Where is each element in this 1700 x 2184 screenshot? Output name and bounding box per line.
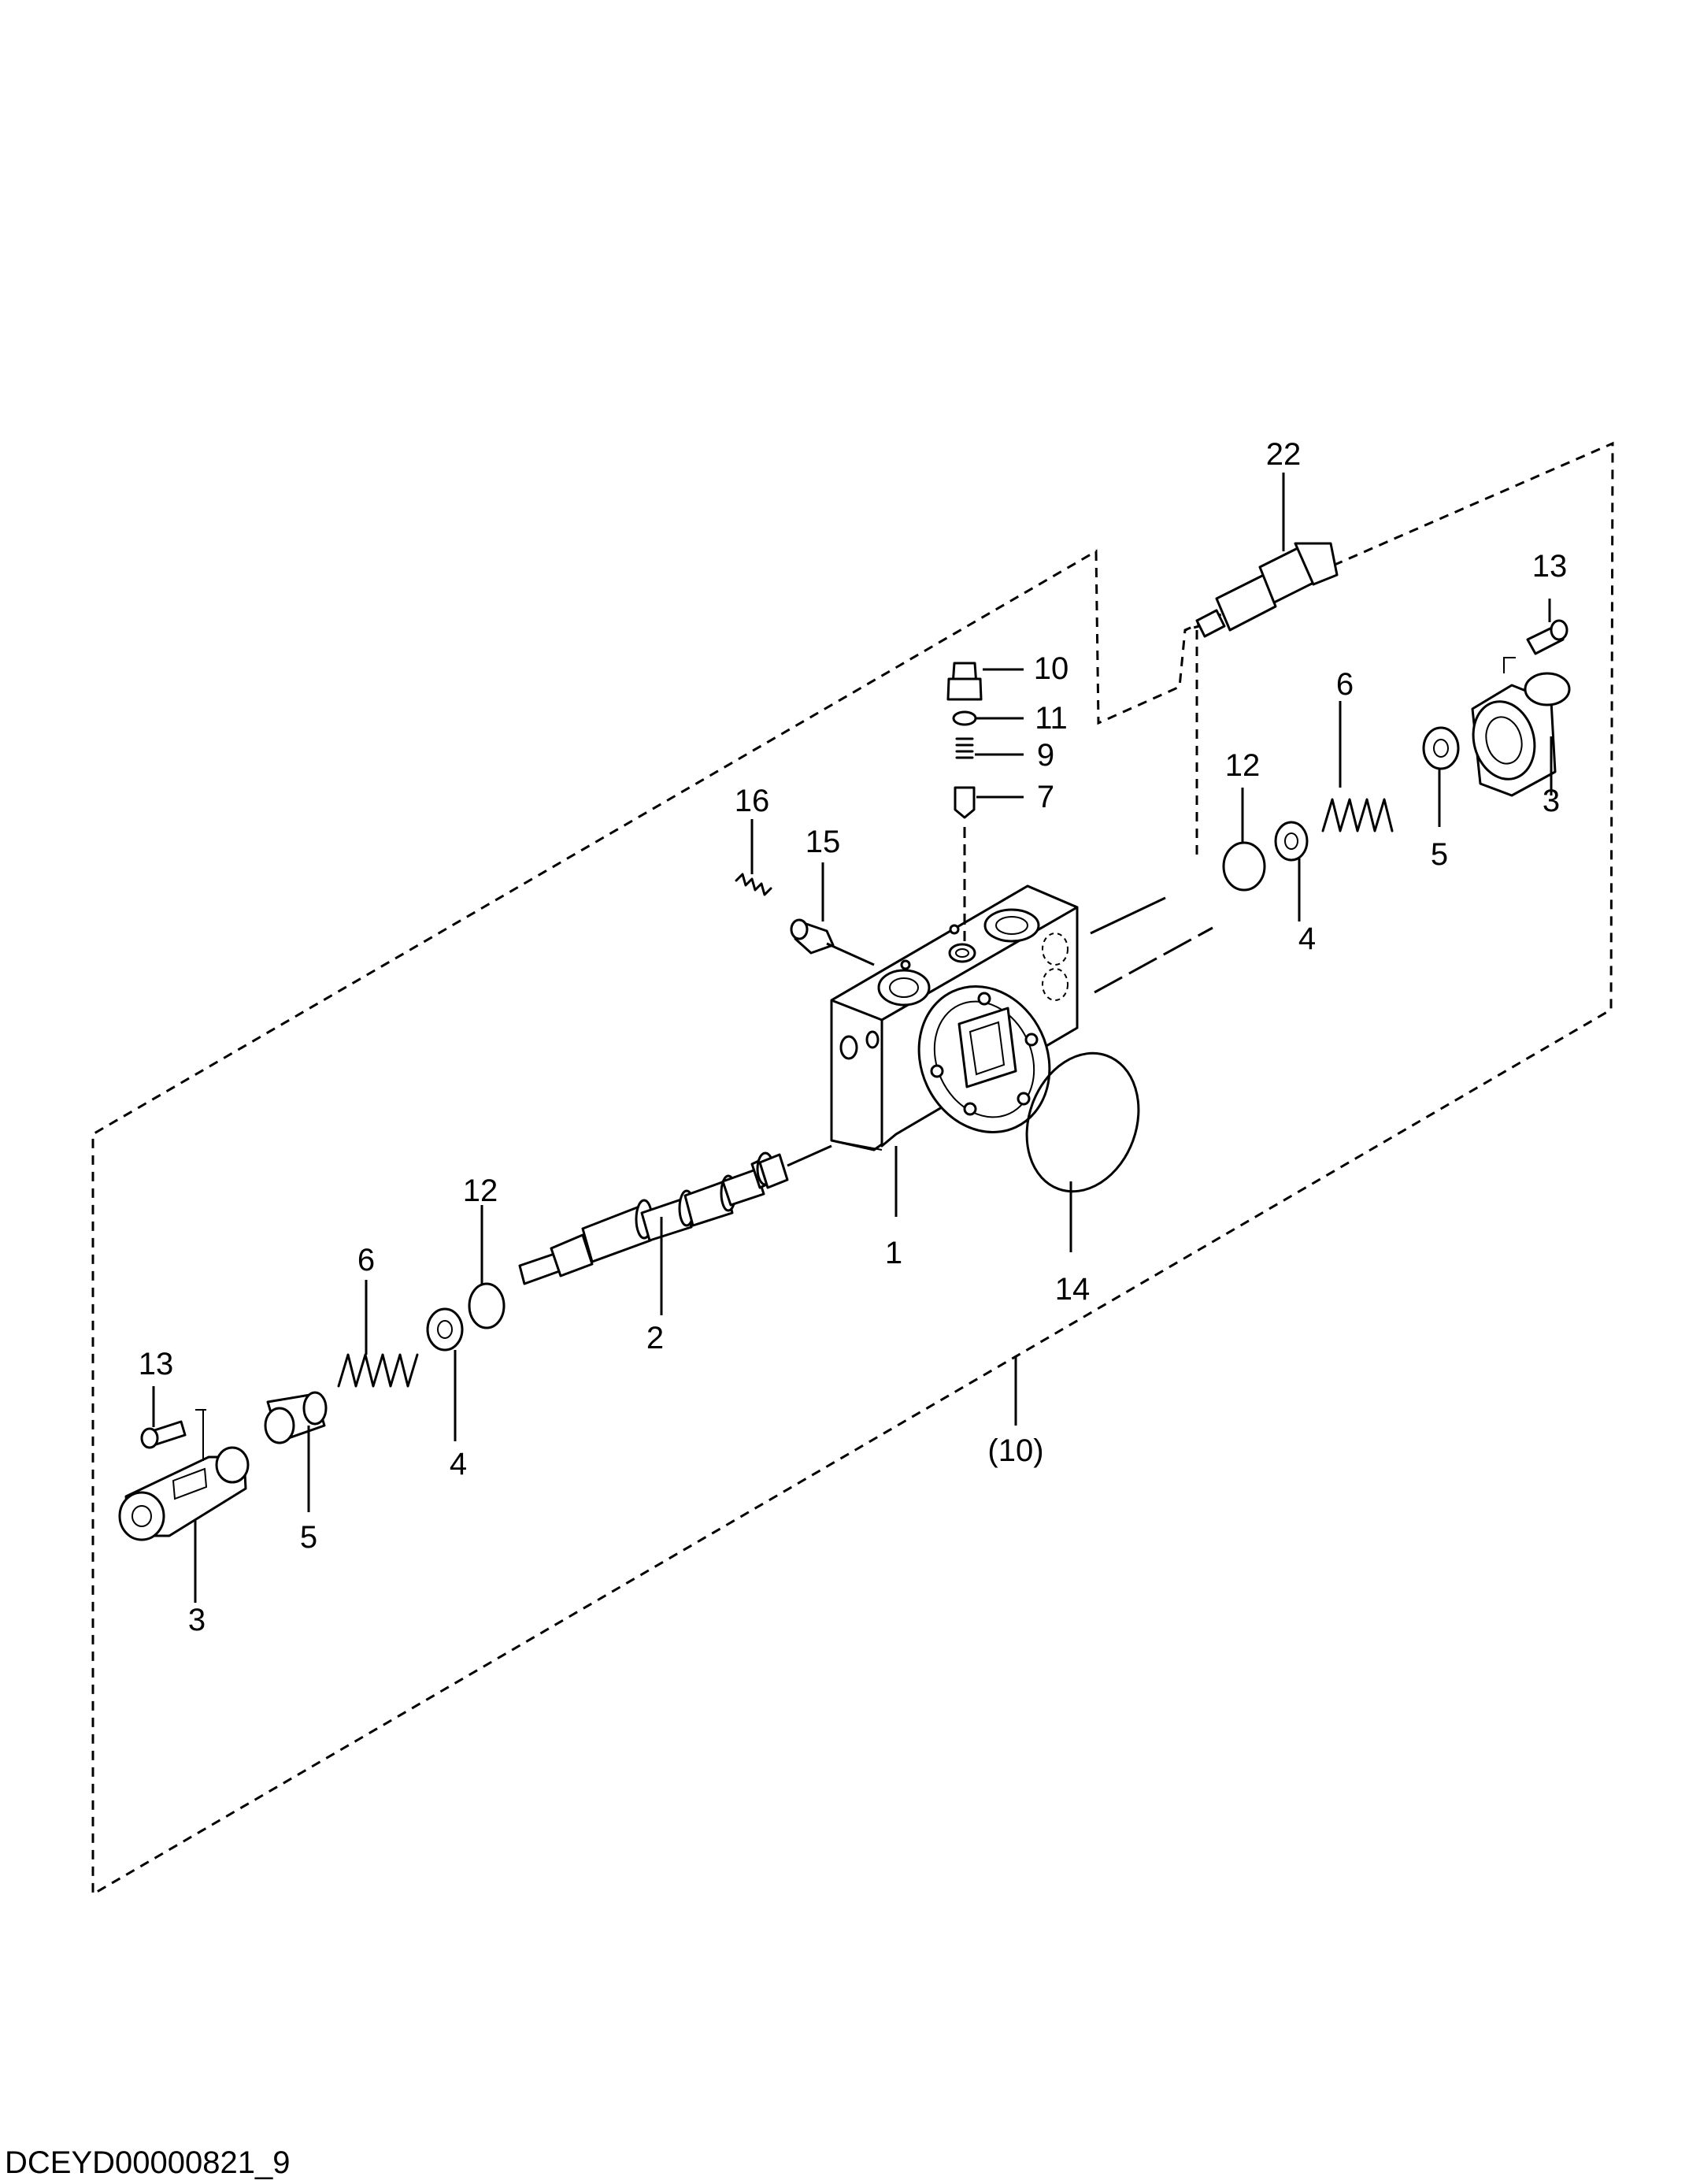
assembly-boundary xyxy=(91,441,1614,1897)
small-spring xyxy=(735,873,772,896)
callout-13-right: 13 xyxy=(1532,549,1568,584)
washer-left xyxy=(426,1307,464,1352)
cap-right xyxy=(1471,672,1571,797)
callout-5-left: 5 xyxy=(300,1520,317,1555)
callout-12-left: 12 xyxy=(463,1174,498,1208)
callout-16: 16 xyxy=(735,784,770,818)
callout-9: 9 xyxy=(1037,738,1054,773)
callout-3-left: 3 xyxy=(188,1603,206,1637)
callout-11: 11 xyxy=(1035,701,1068,736)
callout-12-right: 12 xyxy=(1225,748,1261,783)
callout-4-right: 4 xyxy=(1298,921,1316,956)
callout-15: 15 xyxy=(806,825,841,859)
spring-left xyxy=(337,1353,419,1388)
callout-6-left: 6 xyxy=(357,1243,375,1277)
callout-7: 7 xyxy=(1037,780,1054,814)
drawing-code: DCEYD00000821_9 xyxy=(5,2145,291,2180)
large-o-ring xyxy=(1025,1051,1140,1193)
cap-left xyxy=(118,1446,250,1541)
pressure-sensor-line xyxy=(1184,619,1220,858)
callout-10: 10 xyxy=(1034,651,1069,686)
callout-3-right: 3 xyxy=(1543,784,1560,818)
callout-14: 14 xyxy=(1055,1272,1091,1307)
poppet xyxy=(954,786,976,819)
callout-assembly: (10) xyxy=(987,1433,1043,1468)
washer-right xyxy=(1274,821,1309,862)
stopper-right xyxy=(1422,726,1460,770)
callout-6-right: 6 xyxy=(1336,667,1354,702)
spool xyxy=(518,1151,789,1285)
plug xyxy=(946,662,983,701)
callout-4-left: 4 xyxy=(450,1447,467,1481)
callout-5-right: 5 xyxy=(1431,837,1448,872)
valve-block xyxy=(830,884,1079,1151)
o-ring-right xyxy=(1222,841,1266,892)
callout-2: 2 xyxy=(646,1321,664,1355)
spring-right xyxy=(1321,798,1394,832)
small-o-ring xyxy=(952,710,977,726)
o-ring-left xyxy=(468,1282,506,1329)
poppet-spring xyxy=(955,737,974,759)
pressure-sensor xyxy=(1195,542,1339,638)
callout-1: 1 xyxy=(885,1236,902,1270)
callout-13-left: 13 xyxy=(139,1347,174,1381)
callout-22: 22 xyxy=(1266,437,1302,472)
stopper-left xyxy=(264,1391,328,1444)
